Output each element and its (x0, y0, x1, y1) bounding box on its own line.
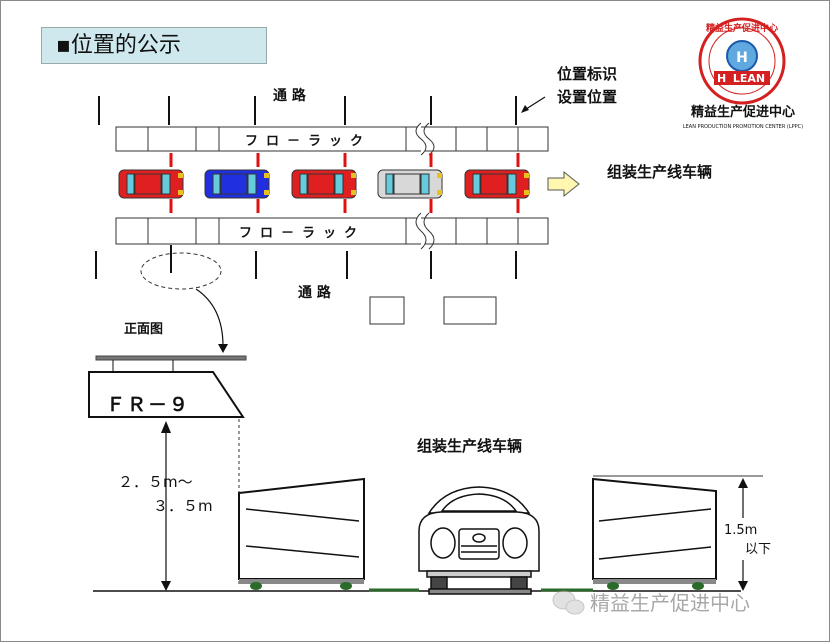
floor-box-1 (369, 296, 405, 325)
flow-rack-top (115, 122, 549, 156)
front-view-caption: 正面图 (124, 322, 163, 337)
height-dimension-arrow (161, 421, 171, 591)
assembly-line-label-front: 组装生产线车辆 (417, 437, 522, 455)
sign-height-line2: ３．５m (153, 497, 213, 515)
logo-ring-text: 精益生产促进中心 (706, 22, 778, 34)
front-view-callout-ellipse (140, 252, 222, 290)
flow-direction-arrow (547, 170, 580, 198)
rack-label-top: フロ－ラック (245, 134, 371, 149)
aisle-label-top: 通 路 (273, 87, 307, 104)
car-top-2 (204, 169, 270, 199)
rack-height-line2: 以下 (745, 542, 771, 557)
position-sign-board (88, 371, 245, 418)
position-poles-top (98, 96, 517, 125)
car-top-3 (291, 169, 357, 199)
watermark-text: 精益生产促进中心 (590, 591, 750, 615)
floor-box-2 (443, 296, 497, 325)
wechat-icon (552, 590, 585, 615)
car-top-1 (118, 169, 184, 199)
flow-rack-front-right (592, 477, 717, 590)
svg-text:H: H (736, 50, 748, 66)
position-sign-text: ＦＲ－９ (106, 394, 190, 416)
aisle-label-bottom: 通 路 (298, 284, 332, 301)
logo-center-text: LEAN (733, 72, 765, 85)
svg-text:H: H (717, 72, 726, 85)
car-front-view (418, 486, 540, 595)
sign-height-line1: ２．５m～ (118, 473, 193, 491)
position-sign-label-line2: 设置位置 (557, 88, 617, 106)
position-sign-pointer (521, 96, 546, 113)
rack-height-line1: 1.5m (724, 523, 757, 538)
logo-name-cn: 精益生产促进中心 (691, 104, 795, 120)
assembly-line-label-plan: 组装生产线车辆 (607, 163, 712, 181)
position-poles-bottom (95, 245, 517, 279)
flow-rack-bottom (115, 212, 549, 250)
position-markers (169, 153, 520, 213)
sign-mount-bar (95, 355, 247, 361)
logo-name-en: LEAN PRODUCTION PROMOTION CENTER (LPPC) (683, 124, 803, 130)
front-view-callout-arrow (195, 288, 228, 353)
flow-rack-front-left (238, 477, 365, 590)
rack-label-bottom: フロ－ラック (239, 226, 365, 241)
lppc-logo: H LEAN H 精益生产促进中心 (698, 17, 786, 105)
car-top-4 (377, 169, 443, 199)
rack-height-label-bg (735, 518, 775, 560)
slide-title: ▪位置的公示 (41, 27, 267, 64)
car-top-5 (464, 169, 530, 199)
position-sign-label-line1: 位置标识 (557, 65, 617, 83)
